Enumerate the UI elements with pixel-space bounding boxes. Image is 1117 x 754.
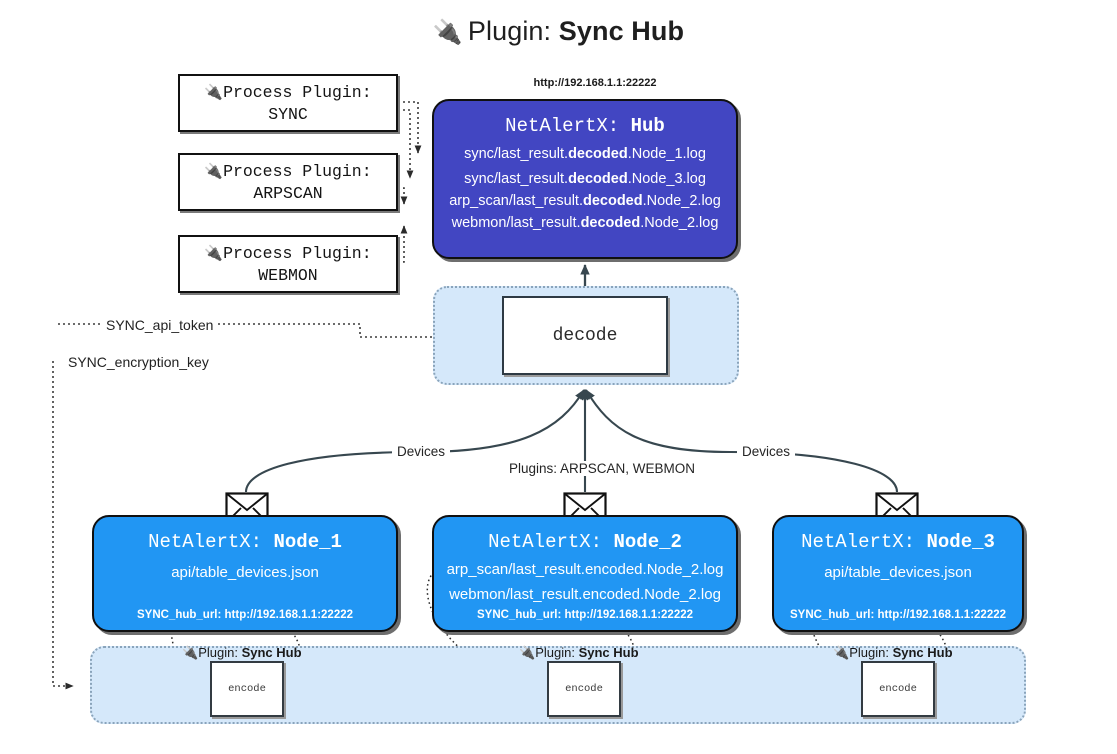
hub-log-3: arp_scan/last_result.decoded.Node_2.log bbox=[449, 193, 721, 209]
node-1[interactable]: NetAlertX: Node_1 api/table_devices.json… bbox=[92, 515, 398, 632]
plugin-caption-2: 🔌Plugin: Sync Hub bbox=[519, 645, 639, 660]
node-3-line-1: api/table_devices.json bbox=[824, 564, 972, 581]
hub-log-1: sync/last_result.decoded.Node_1.log bbox=[464, 146, 706, 162]
hub-url-label: http://192.168.1.1:22222 bbox=[533, 77, 657, 89]
encode-label: encode bbox=[228, 683, 266, 695]
node-1-footer: SYNC_hub_url: http://192.168.1.1:22222 bbox=[136, 609, 354, 621]
edge-label-plugins: Plugins: ARPSCAN, WEBMON bbox=[504, 461, 701, 476]
plugin-caption-3: 🔌Plugin: Sync Hub bbox=[833, 645, 953, 660]
node-2-line-1: arp_scan/last_result.encoded.Node_2.log bbox=[446, 561, 724, 578]
encode-box-node-2[interactable]: encode bbox=[547, 661, 621, 717]
node-3[interactable]: NetAlertX: Node_3 api/table_devices.json… bbox=[772, 515, 1024, 632]
node-3-title: NetAlertX: Node_3 bbox=[801, 531, 995, 553]
plug-icon: 🔌 bbox=[519, 645, 536, 660]
encode-label: encode bbox=[879, 683, 917, 695]
process-plugin-webmon-line1: 🔌Process Plugin: bbox=[204, 244, 372, 263]
plug-icon: 🔌 bbox=[204, 164, 224, 181]
page-title: 🔌Plugin: Sync Hub bbox=[0, 16, 1117, 47]
edge-label-devices-right: Devices bbox=[737, 444, 796, 459]
process-plugin-arpscan[interactable]: 🔌Process Plugin: ARPSCAN bbox=[178, 153, 398, 211]
plugin-caption-1: 🔌Plugin: Sync Hub bbox=[182, 645, 302, 660]
sync-encryption-key-label: SYNC_encryption_key bbox=[64, 354, 213, 370]
hub-node[interactable]: NetAlertX: Hub sync/last_result.decoded.… bbox=[432, 99, 738, 259]
process-plugin-sync-line2: SYNC bbox=[268, 104, 308, 124]
page-title-name: Sync Hub bbox=[558, 16, 685, 46]
hub-title-prefix: NetAlertX: bbox=[505, 115, 620, 137]
page-title-prefix: Plugin: bbox=[467, 16, 552, 46]
process-plugin-sync[interactable]: 🔌Process Plugin: SYNC bbox=[178, 74, 398, 132]
encode-label: encode bbox=[565, 683, 603, 695]
process-plugin-sync-line1: 🔌Process Plugin: bbox=[204, 83, 372, 102]
hub-log-4: webmon/last_result.decoded.Node_2.log bbox=[451, 215, 719, 231]
sync-api-token-label: SYNC_api_token bbox=[102, 317, 218, 333]
process-plugin-webmon-line2: WEBMON bbox=[258, 265, 318, 285]
node-2-title: NetAlertX: Node_2 bbox=[488, 531, 682, 553]
plug-icon: 🔌 bbox=[204, 85, 224, 102]
node-3-footer: SYNC_hub_url: http://192.168.1.1:22222 bbox=[789, 609, 1007, 621]
node-2[interactable]: NetAlertX: Node_2 arp_scan/last_result.e… bbox=[432, 515, 738, 632]
decode-box[interactable]: decode bbox=[502, 296, 668, 375]
node-2-footer: SYNC_hub_url: http://192.168.1.1:22222 bbox=[476, 609, 694, 621]
hub-log-2: sync/last_result.decoded.Node_3.log bbox=[464, 171, 706, 187]
encode-box-node-1[interactable]: encode bbox=[210, 661, 284, 717]
plug-icon: 🔌 bbox=[204, 246, 224, 263]
plug-icon: 🔌 bbox=[833, 645, 850, 660]
decode-label: decode bbox=[552, 325, 618, 346]
hub-title-name: Hub bbox=[630, 115, 665, 137]
edge-label-devices-left: Devices bbox=[392, 444, 451, 459]
node-2-line-2: webmon/last_result.encoded.Node_2.log bbox=[449, 586, 721, 603]
process-plugin-webmon[interactable]: 🔌Process Plugin: WEBMON bbox=[178, 235, 398, 293]
process-plugin-arpscan-line1: 🔌Process Plugin: bbox=[204, 162, 372, 181]
node-1-title: NetAlertX: Node_1 bbox=[148, 531, 342, 553]
encode-box-node-3[interactable]: encode bbox=[861, 661, 935, 717]
hub-title: NetAlertX: Hub bbox=[434, 115, 736, 137]
node-1-line-1: api/table_devices.json bbox=[171, 564, 319, 581]
process-plugin-arpscan-line2: ARPSCAN bbox=[253, 183, 323, 203]
plug-icon: 🔌 bbox=[182, 645, 199, 660]
plug-icon: 🔌 bbox=[432, 19, 463, 46]
